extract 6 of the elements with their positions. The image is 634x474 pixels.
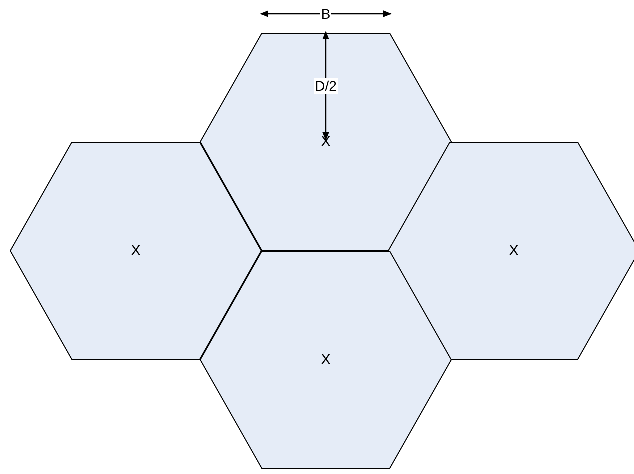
hexagon-label: X (509, 242, 519, 260)
hexagon-label: X (321, 352, 331, 368)
dimension-label: D/2 (314, 78, 338, 94)
hexagon-label: X (321, 134, 331, 150)
hexagon-label: X (131, 242, 141, 260)
dimension-label: B (320, 6, 332, 22)
